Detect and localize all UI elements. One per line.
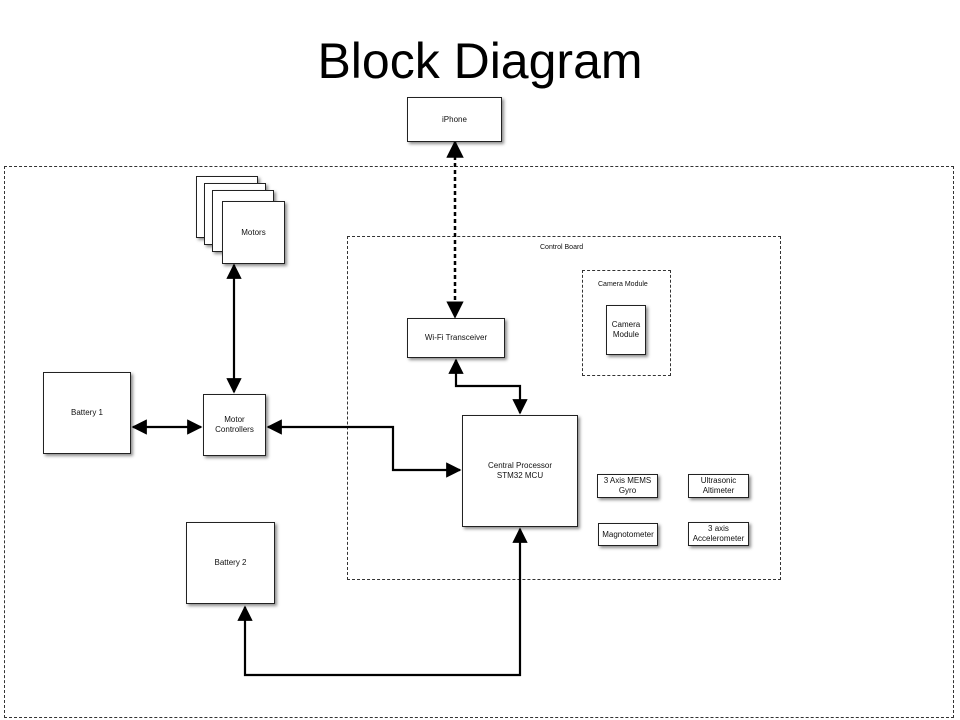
gyro-label: 3 Axis MEMS Gyro	[603, 476, 652, 495]
accelerometer-block: 3 axis Accelerometer	[688, 522, 749, 546]
slide-title: Block Diagram	[317, 33, 643, 89]
central-processor-label: Central Processor STM32 MCU	[487, 461, 553, 480]
battery1-block: Battery 1	[43, 372, 131, 454]
motor-controllers-label: Motor Controllers	[215, 415, 254, 434]
controllers-cpu-link	[266, 419, 462, 478]
central-processor-block: Central Processor STM32 MCU	[462, 415, 578, 527]
battery1-label: Battery 1	[70, 408, 103, 417]
motor-controllers-block: Motor Controllers	[203, 394, 266, 456]
gyro-block: 3 Axis MEMS Gyro	[597, 474, 658, 498]
control-board-label: Control Board	[540, 244, 584, 251]
battery2-block: Battery 2	[186, 522, 275, 604]
wifi-transceiver-block: Wi-Fi Transceiver	[407, 318, 505, 358]
magnetometer-block: Magnotometer	[598, 523, 658, 546]
camera-module-label: Camera Module	[611, 320, 641, 339]
system-boundary	[4, 166, 954, 718]
motors-block: Motors	[222, 201, 285, 264]
wifi-cpu-link	[448, 358, 528, 415]
camera-module-region	[582, 270, 671, 376]
iphone-label: iPhone	[442, 114, 467, 124]
altimeter-block: Ultrasonic Altimeter	[688, 474, 749, 498]
altimeter-label: Ultrasonic Altimeter	[700, 476, 737, 495]
battery2-cpu-link	[237, 527, 528, 677]
camera-module-region-label: Camera Module	[598, 281, 648, 288]
control-board-region	[347, 236, 781, 580]
camera-module-block: Camera Module	[606, 305, 646, 355]
iphone-block: iPhone	[407, 97, 502, 142]
battery2-label: Battery 2	[214, 558, 247, 567]
motors-label: Motors	[241, 227, 266, 237]
wifi-transceiver-label: Wi-Fi Transceiver	[424, 333, 488, 342]
accelerometer-label: 3 axis Accelerometer	[692, 524, 745, 543]
magnetometer-label: Magnotometer	[602, 529, 654, 539]
